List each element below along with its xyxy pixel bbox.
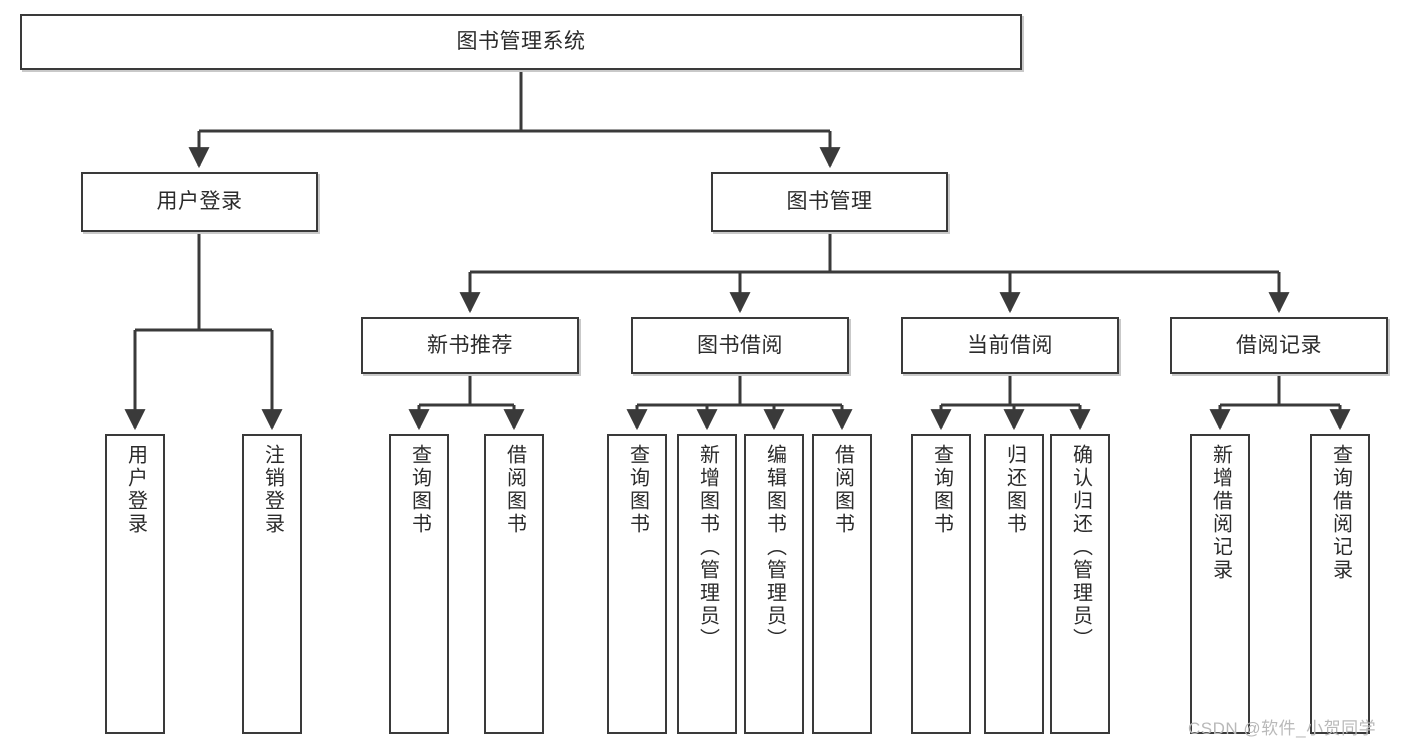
node-leaf-query-book-2-label: 查询图书 [626, 444, 649, 536]
node-leaf-query-record[interactable]: 查询借阅记录 [1310, 434, 1370, 734]
node-current-borrow-label: 当前借阅 [967, 333, 1053, 357]
node-leaf-edit-book-label: 编辑图书（管理员） [763, 444, 786, 651]
node-leaf-confirm-return[interactable]: 确认归还（管理员） [1050, 434, 1110, 734]
node-new-book-rec[interactable]: 新书推荐 [361, 317, 579, 374]
node-leaf-confirm-return-label: 确认归还（管理员） [1069, 444, 1092, 651]
node-leaf-add-record-label: 新增借阅记录 [1209, 444, 1232, 582]
node-leaf-borrow-book-2-label: 借阅图书 [831, 444, 854, 536]
node-root-label: 图书管理系统 [456, 30, 586, 54]
node-root[interactable]: 图书管理系统 [20, 14, 1022, 70]
node-borrow-record-label: 借阅记录 [1236, 333, 1322, 357]
node-leaf-query-book-1-label: 查询图书 [408, 444, 431, 536]
node-leaf-user-login-label: 用户登录 [124, 444, 147, 536]
node-leaf-query-book-2[interactable]: 查询图书 [607, 434, 667, 734]
node-book-manage-label: 图书管理 [786, 190, 873, 214]
node-leaf-query-book-3[interactable]: 查询图书 [911, 434, 971, 734]
node-leaf-user-logout-label: 注销登录 [261, 444, 284, 536]
node-leaf-borrow-book-1[interactable]: 借阅图书 [484, 434, 544, 734]
node-leaf-query-book-3-label: 查询图书 [930, 444, 953, 536]
node-leaf-add-book-label: 新增图书（管理员） [696, 444, 719, 651]
node-leaf-query-record-label: 查询借阅记录 [1329, 444, 1352, 582]
node-leaf-query-book-1[interactable]: 查询图书 [389, 434, 449, 734]
node-user-login[interactable]: 用户登录 [81, 172, 318, 232]
node-leaf-user-logout[interactable]: 注销登录 [242, 434, 302, 734]
node-new-book-rec-label: 新书推荐 [427, 333, 513, 357]
node-borrow-record[interactable]: 借阅记录 [1170, 317, 1388, 374]
node-leaf-edit-book[interactable]: 编辑图书（管理员） [744, 434, 804, 734]
node-leaf-borrow-book-1-label: 借阅图书 [503, 444, 526, 536]
node-leaf-user-login[interactable]: 用户登录 [105, 434, 165, 734]
node-leaf-return-book-label: 归还图书 [1003, 444, 1026, 536]
node-book-borrow-label: 图书借阅 [697, 333, 783, 357]
node-book-borrow[interactable]: 图书借阅 [631, 317, 849, 374]
node-user-login-label: 用户登录 [156, 190, 243, 214]
node-leaf-add-record[interactable]: 新增借阅记录 [1190, 434, 1250, 734]
node-current-borrow[interactable]: 当前借阅 [901, 317, 1119, 374]
node-leaf-borrow-book-2[interactable]: 借阅图书 [812, 434, 872, 734]
node-book-manage[interactable]: 图书管理 [711, 172, 948, 232]
node-leaf-add-book[interactable]: 新增图书（管理员） [677, 434, 737, 734]
node-leaf-return-book[interactable]: 归还图书 [984, 434, 1044, 734]
